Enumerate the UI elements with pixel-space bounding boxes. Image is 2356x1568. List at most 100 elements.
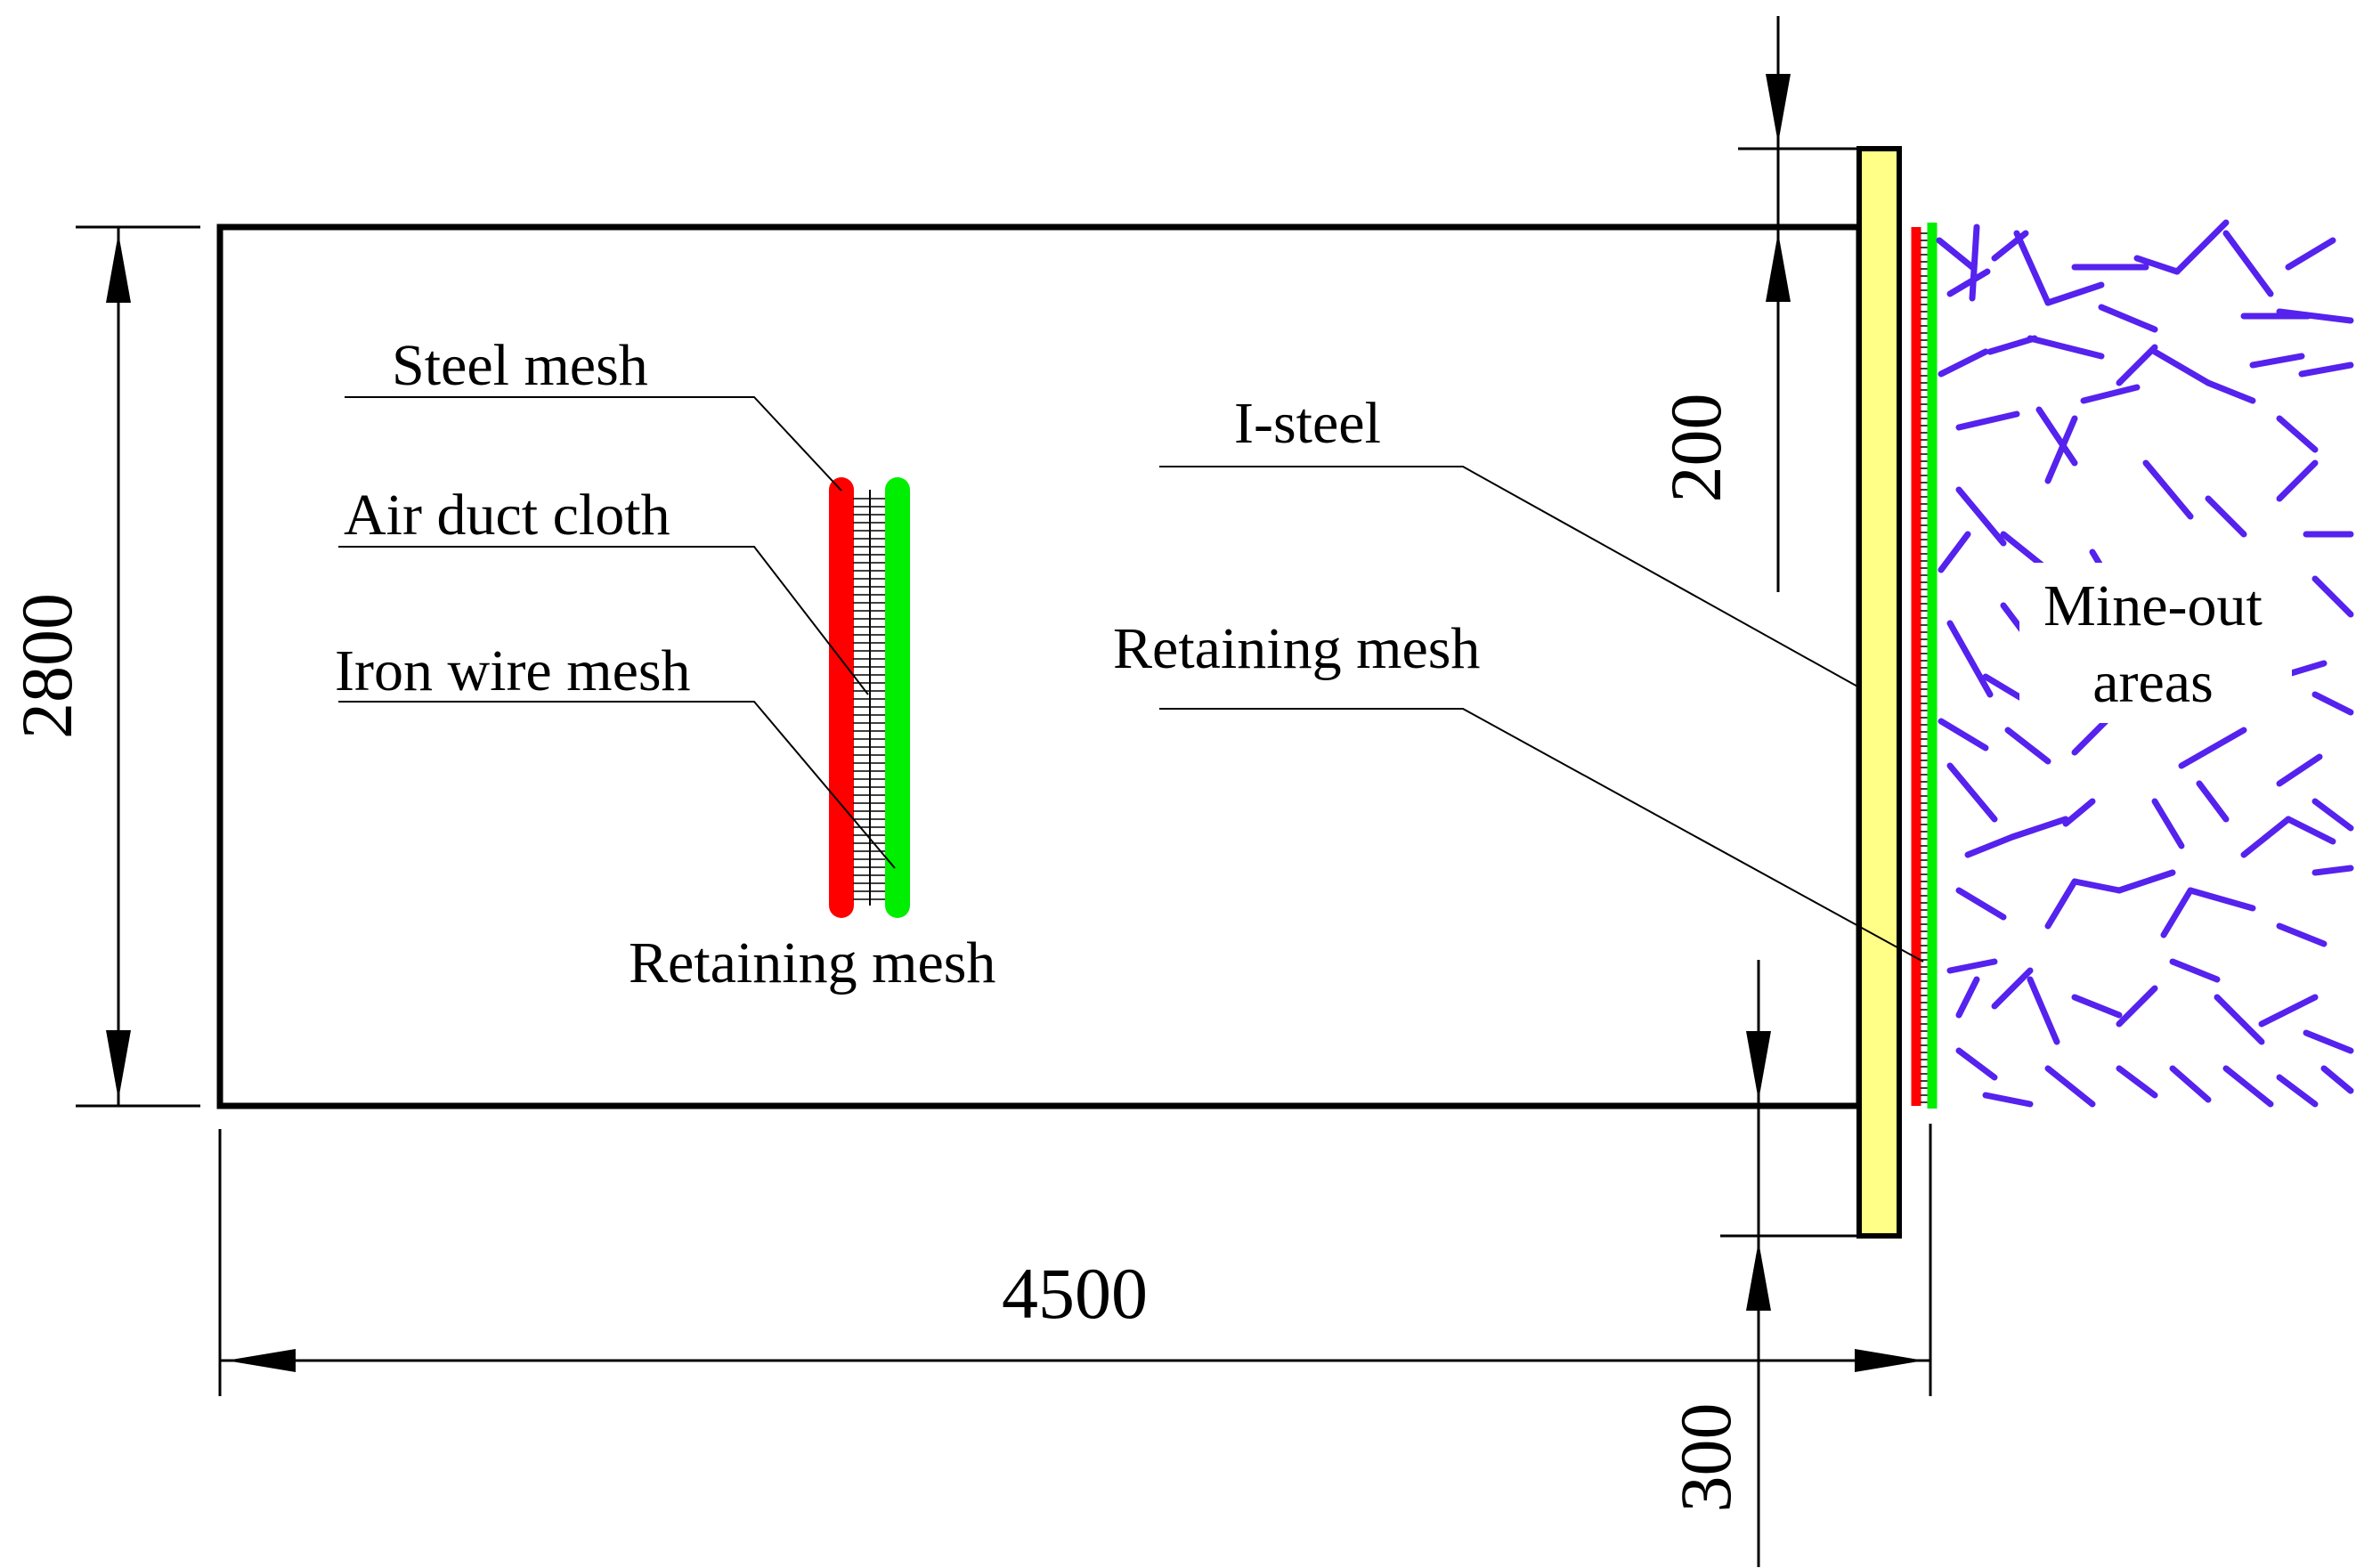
rock-fragment <box>1955 1047 1998 1081</box>
rock-fragment <box>2276 415 2319 453</box>
rock-fragment <box>2222 230 2274 297</box>
rock-fragment <box>2276 1074 2319 1108</box>
height-dimension: 2800 <box>6 225 200 1108</box>
rock-fragment <box>1955 486 2007 547</box>
retaining-mesh-wall-leader <box>1159 708 1924 963</box>
bottom-offset-arrow-up <box>1746 1241 1771 1311</box>
top-offset-value: 200 <box>1655 394 1736 503</box>
air-duct-cloth-leader <box>338 546 869 695</box>
width-arrow-left <box>226 1349 296 1372</box>
rock-fragment <box>2276 459 2319 502</box>
rock-fragment <box>2044 878 2078 930</box>
rock-fragment <box>1982 1092 2034 1108</box>
mined-out-label-line2: areas <box>2092 650 2214 715</box>
rock-fragment <box>1955 887 2007 921</box>
rock-fragment <box>1936 237 1976 271</box>
rock-fragment <box>2169 958 2221 983</box>
rock-fragment <box>2133 255 2181 275</box>
rock-fragment <box>2044 281 2105 306</box>
width-dimension-value: 4500 <box>1002 1253 1148 1334</box>
rock-fragment <box>2062 798 2096 827</box>
rock-fragment <box>1938 531 1971 573</box>
rock-fragment <box>2013 230 2051 306</box>
rock-fragment <box>2071 878 2123 894</box>
rock-fragment <box>2004 727 2051 765</box>
i-steel-beam <box>1856 146 1902 1239</box>
rock-fragment <box>2311 691 2354 716</box>
i-steel-leader <box>1159 466 1860 688</box>
rock-fragment <box>1986 335 2038 355</box>
rock-fragment <box>1946 620 1994 698</box>
rock-fragment <box>2320 1065 2354 1094</box>
rock-fragment <box>1938 348 1989 378</box>
bottom-offset-value: 300 <box>1665 1403 1746 1513</box>
rock-fragment <box>2009 816 2069 841</box>
rock-fragment <box>2116 344 2158 386</box>
rock-fragment <box>1955 976 1980 1019</box>
rock-fragment <box>2276 922 2328 947</box>
rock-fragment <box>2298 362 2354 378</box>
mined-out-label-line1: Mine-out <box>2043 573 2263 638</box>
rock-fragment <box>2116 869 2176 894</box>
height-arrow-top <box>106 233 131 303</box>
wall-air-duct-cloth-hatch <box>1921 232 1928 1103</box>
top-offset-arrow-down <box>1766 74 1791 143</box>
width-dimension: 4500 <box>218 1124 1932 1396</box>
top-offset-arrow-up <box>1766 232 1791 302</box>
mesh-layer-detail: Steel mesh Air duct cloth Iron wire mesh… <box>335 333 995 995</box>
rock-fragment <box>2027 335 2105 360</box>
rock-fragment <box>2258 994 2319 1028</box>
rock-fragment <box>2035 406 2078 467</box>
rock-fragment <box>2249 353 2305 369</box>
height-arrow-bottom <box>106 1030 131 1100</box>
mined-out-area: Mine-out areas <box>1936 219 2354 1108</box>
support-wall: I-steel Retaining mesh <box>1113 146 1938 1239</box>
rock-fragment <box>2285 816 2336 845</box>
rock-fragment <box>2142 459 2194 520</box>
rock-fragment <box>2173 219 2230 275</box>
rock-fragment <box>2151 348 2212 386</box>
rock-fragment <box>2311 865 2354 876</box>
rock-fragment <box>2311 575 2354 618</box>
top-offset-dimension: 200 <box>1655 16 1859 592</box>
rock-fragment <box>1991 967 2034 1010</box>
rock-fragment <box>2276 753 2323 787</box>
rock-fragment <box>2160 887 2194 938</box>
iron-wire-mesh-leader <box>338 701 896 869</box>
retaining-mesh-wall-label: Retaining mesh <box>1113 616 1480 681</box>
bottom-offset-arrow-down <box>1746 1031 1771 1101</box>
iron-wire-mesh-label: Iron wire mesh <box>335 638 691 703</box>
rock-fragment <box>2276 308 2354 324</box>
i-steel-label: I-steel <box>1234 391 1381 456</box>
rock-fragment <box>2116 985 2158 1028</box>
rock-fragment <box>2080 384 2141 404</box>
rock-fragment <box>2196 780 2230 823</box>
rock-fragment <box>1946 958 1998 974</box>
rock-fragment <box>2214 994 2265 1045</box>
retaining-mesh-detail-label: Retaining mesh <box>629 930 995 995</box>
rock-fragment <box>1946 268 1991 297</box>
rock-fragment <box>2205 495 2247 538</box>
rock-fragment <box>2151 798 2185 849</box>
rock-fragment <box>1938 718 1989 752</box>
rock-fragment <box>2303 1029 2354 1054</box>
height-dimension-value: 2800 <box>6 593 87 739</box>
rock-fragment <box>2285 237 2336 271</box>
rock-fragment <box>1946 762 1998 823</box>
rock-fragment <box>2044 415 2078 484</box>
rock-fragment <box>1964 833 2016 858</box>
rock-fragment <box>2311 798 2354 832</box>
rock-fragment <box>2071 994 2123 1019</box>
rock-fragment <box>1955 410 2020 431</box>
bottom-offset-dimension: 300 <box>1665 960 1859 1567</box>
rock-fragment <box>2169 1065 2212 1103</box>
rock-fragment <box>2027 976 2060 1045</box>
rock-fragment <box>2240 816 2292 858</box>
rock-fragment <box>2205 379 2256 404</box>
rock-fragment <box>1969 223 1980 302</box>
steel-mesh-leader <box>345 396 842 492</box>
steel-mesh-label: Steel mesh <box>392 333 648 398</box>
rock-fragment <box>2187 887 2256 912</box>
air-duct-cloth-label: Air duct cloth <box>344 483 670 548</box>
